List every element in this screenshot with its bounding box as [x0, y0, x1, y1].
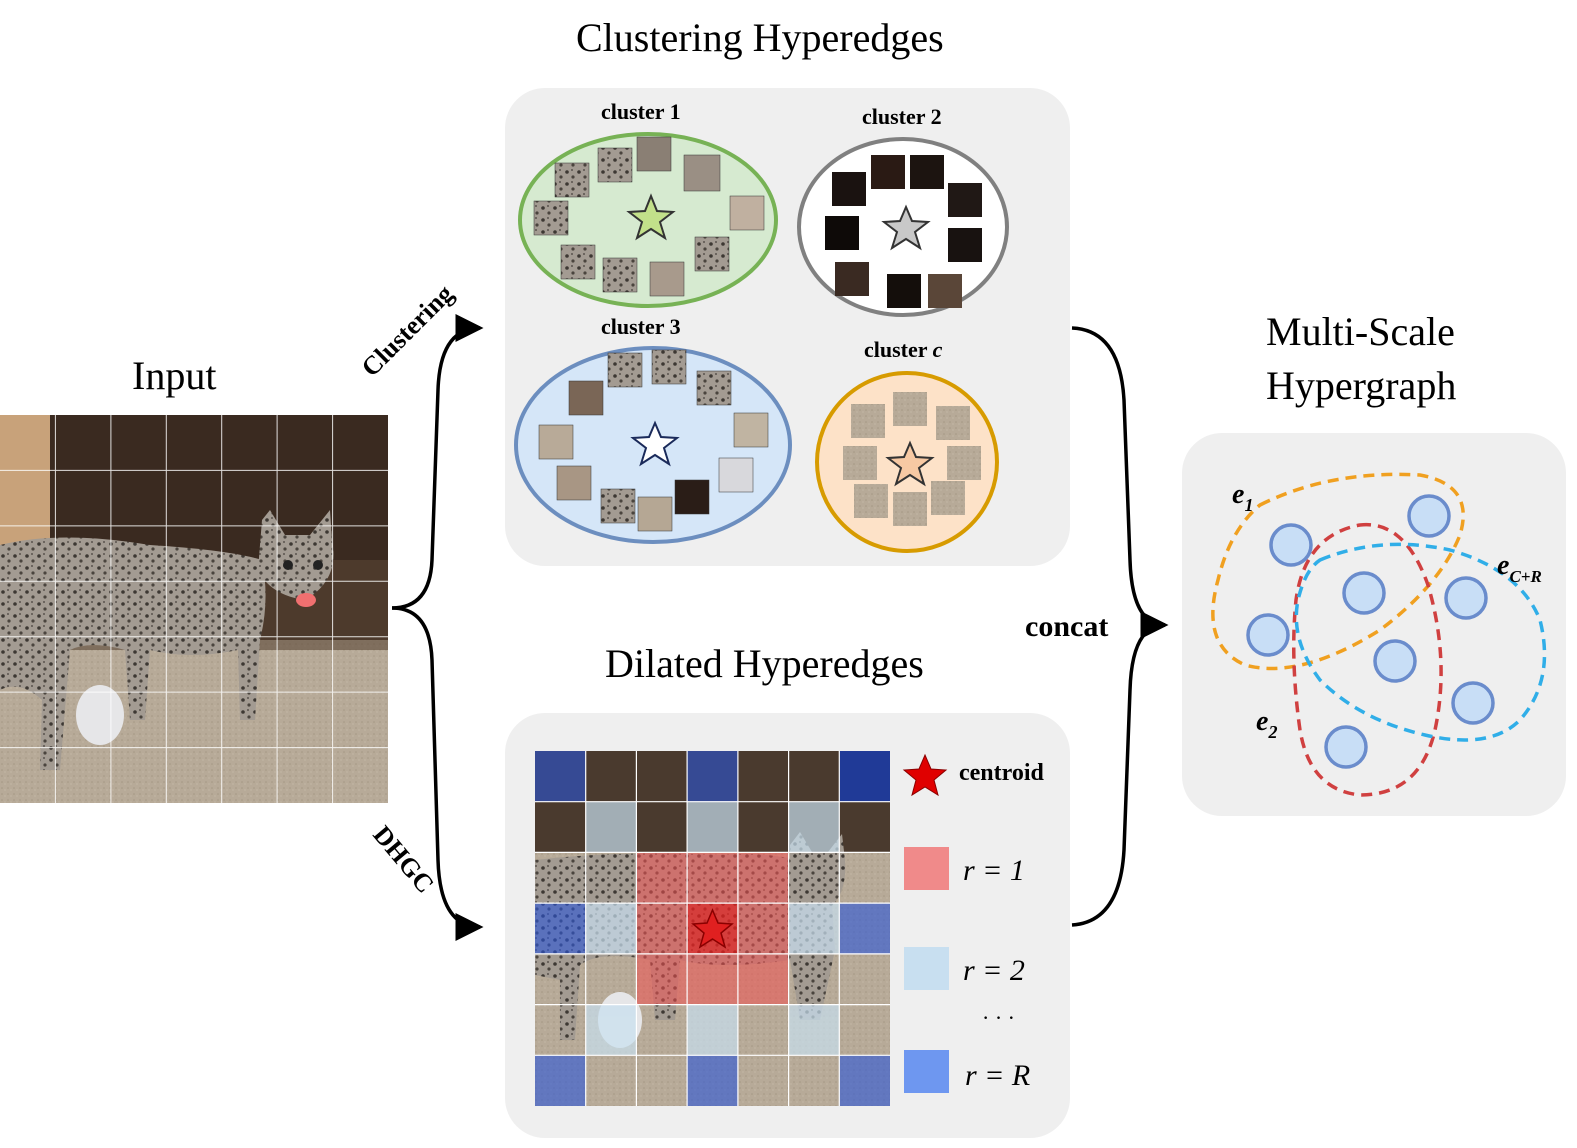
hyperedge-eCR-label: eC+R [1497, 550, 1542, 586]
cluster-c-patches [843, 392, 981, 526]
hyperedge-eCR [1294, 542, 1547, 742]
concat-arrow-label: concat [1025, 610, 1108, 643]
legend-r1-label: r = 1 [963, 854, 1025, 887]
cluster-1-label: cluster 1 [601, 99, 681, 124]
input-title: Input [132, 353, 217, 398]
hypergraph-node [1324, 725, 1368, 769]
legend-r2-label: r = 2 [963, 954, 1025, 987]
input-image [0, 415, 388, 803]
cluster-c-centroid-star [885, 440, 935, 487]
cluster-2-patches [825, 155, 982, 308]
dilated-grid-image [535, 751, 890, 1106]
hyperedge-e2 [1292, 522, 1443, 797]
dilated-centroid-star [691, 908, 734, 949]
hypergraph-node [1269, 523, 1313, 567]
legend-r2-swatch [904, 947, 949, 990]
hyperedge-e2-label: e2 [1256, 706, 1277, 742]
branch-arrows [391, 314, 1169, 941]
legend-centroid-label: centroid [959, 760, 1045, 786]
cluster-2-label: cluster 2 [862, 104, 942, 129]
hypergraph-nodes [1246, 494, 1495, 769]
cluster-1-centroid-star [626, 193, 676, 241]
cluster-2-centroid-star [881, 204, 931, 251]
cluster-3-centroid-star [630, 420, 680, 467]
cluster-c: cluster c [815, 337, 999, 553]
hyperedge-e1-label: e1 [1232, 479, 1253, 515]
legend-r1-swatch [904, 847, 949, 890]
legend-centroid-star [902, 753, 948, 797]
cluster-3-label: cluster 3 [601, 314, 681, 339]
clustering-hyperedges-title: Clustering Hyperedges [576, 15, 944, 60]
multiscale-title-line2: Hypergraph [1266, 363, 1457, 408]
legend-rR-swatch [904, 1050, 949, 1093]
legend-dots: · · · [982, 1005, 1015, 1030]
hypergraph-node [1451, 681, 1495, 725]
hyperedges [1211, 472, 1547, 797]
cluster-1-patches [533, 136, 765, 297]
hypergraph-node [1246, 613, 1290, 657]
legend-rR-label: r = R [965, 1059, 1030, 1092]
hypergraph-node [1407, 494, 1451, 538]
cluster-3: cluster 3 [514, 314, 792, 544]
cluster-c-label: cluster c [864, 337, 943, 362]
hypergraph-node [1342, 571, 1386, 615]
cluster-3-patches [538, 349, 769, 532]
cluster-1: cluster 1 [518, 99, 778, 308]
hypergraph-node [1373, 639, 1417, 683]
hypergraph-node [1444, 576, 1488, 620]
cluster-2: cluster 2 [797, 104, 1009, 317]
dhgc-arrow-label: DHGC [367, 820, 439, 898]
clustering-arrow-label: Clustering [356, 279, 459, 382]
dilated-hyperedges-title: Dilated Hyperedges [605, 641, 924, 686]
dilated-legend: centroid r = 1 r = 2 · · · r = R [902, 753, 1045, 1093]
multiscale-title-line1: Multi-Scale [1266, 309, 1455, 354]
